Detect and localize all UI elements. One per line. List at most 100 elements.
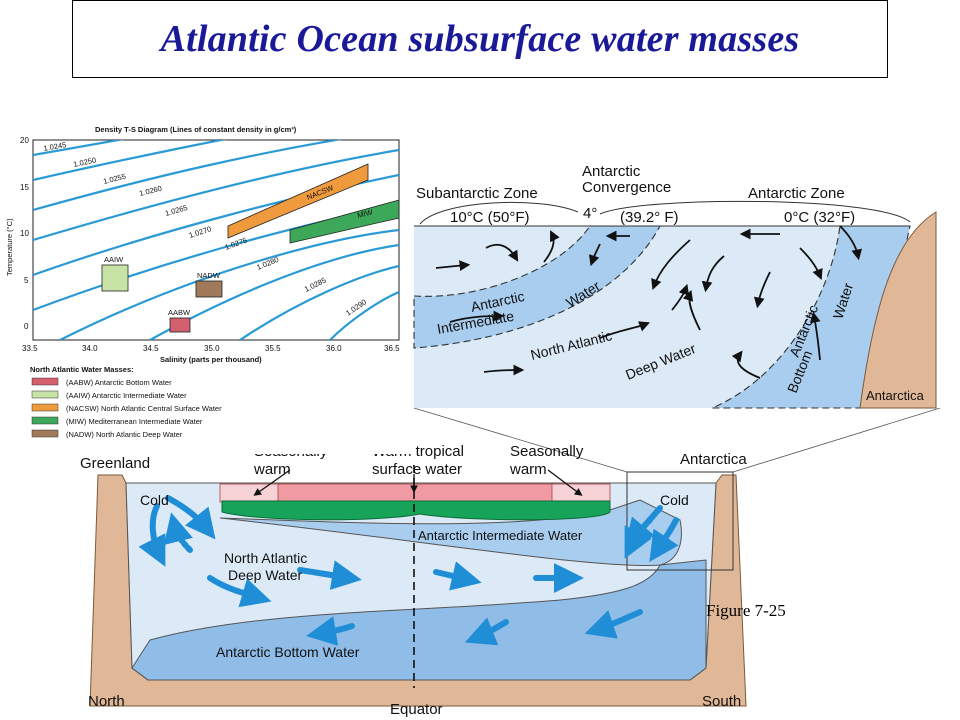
flow-arrow xyxy=(588,243,601,267)
legend-swatch-nacsw xyxy=(31,403,59,412)
antarctic-inset: Subantarctic Zone Antarctic Convergence … xyxy=(412,150,940,409)
nadw-section-line1: North Atlantic xyxy=(224,550,307,566)
equator-label: Equator xyxy=(390,701,443,718)
flow-arrow xyxy=(671,283,690,311)
flow-arrow xyxy=(483,364,525,376)
label-pointers xyxy=(253,469,583,496)
flow-arrow xyxy=(433,561,482,591)
ts-box-aaiw xyxy=(101,264,129,292)
ts-x-tick: 33.5 xyxy=(22,344,38,353)
warm-tropical-line2: surface water xyxy=(372,461,462,478)
ts-label-aaiw: AAIW xyxy=(104,255,124,264)
ts-y-tick: 15 xyxy=(20,183,29,192)
ts-box-nacsw xyxy=(227,163,369,239)
legend-swatch-miw xyxy=(31,416,59,425)
legend-swatch-aabw xyxy=(31,377,59,386)
temp-mid-f-label: (39.2° F) xyxy=(620,209,679,226)
flow-arrow xyxy=(485,243,519,262)
flow-arrow xyxy=(651,239,691,291)
legend-item: (MIW) Mediterranean Intermediate Water xyxy=(66,417,203,426)
flow-arrow xyxy=(435,260,471,272)
subantarctic-arc xyxy=(419,201,579,225)
legend-item: (NADW) North Atlantic Deep Water xyxy=(66,430,183,439)
antarctic-zone-arc xyxy=(599,200,911,223)
ts-y-axis-label: Temperature (°C) xyxy=(5,218,14,276)
ts-label-aabw: AABW xyxy=(168,308,191,317)
antarctic-convergence-line2: Convergence xyxy=(582,179,671,196)
ts-x-axis-label: Salinity (parts per thousand) xyxy=(160,355,262,364)
flow-arrow xyxy=(163,512,193,553)
temp-mid-c-label: 4° xyxy=(583,205,597,222)
flow-arrow xyxy=(682,289,701,331)
aaiw-section-label: Antarctic Intermediate Water xyxy=(418,528,583,543)
ts-box-nadw xyxy=(195,280,223,298)
pointer-arrow xyxy=(253,469,291,496)
inset-antarctica-land xyxy=(859,211,937,409)
flow-arrow xyxy=(809,311,821,361)
legend-item: (AABW) Antarctic Bottom Water xyxy=(66,378,172,387)
legend-swatch-nadw xyxy=(31,429,59,438)
aabw-section-label: Antarctic Bottom Water xyxy=(216,644,360,660)
flow-arrow xyxy=(624,517,653,559)
nadw-section-line2: Deep Water xyxy=(228,567,303,583)
isopycnal-1.0290 xyxy=(329,290,399,340)
inset-connector-right xyxy=(732,407,941,473)
isopycnal-1.0260 xyxy=(33,148,399,242)
figure-caption: Figure 7-25 xyxy=(706,601,786,620)
ts-label-nadw: NADW xyxy=(197,271,221,280)
flow-arrow xyxy=(649,517,679,562)
flow-arrow xyxy=(753,271,771,309)
ts-chart-title: Density T-S Diagram (Lines of constant d… xyxy=(95,125,297,134)
ts-y-tick: 0 xyxy=(24,322,29,331)
ts-legend: North Atlantic Water Masses: (AABW) Anta… xyxy=(30,365,222,439)
legend-swatch-aaiw xyxy=(31,390,59,399)
cold-left-label: Cold xyxy=(140,492,169,508)
flow-arrow xyxy=(584,609,643,639)
flow-arrow xyxy=(207,575,272,608)
ts-x-tick: 36.0 xyxy=(326,344,342,353)
antarctic-zone-label: Antarctic Zone xyxy=(748,185,845,202)
flow-arrow xyxy=(138,503,166,567)
ts-y-tick: 20 xyxy=(20,136,29,145)
isopycnal-1.0285 xyxy=(239,264,399,340)
page-title: Atlantic Ocean subsurface water masses xyxy=(160,18,800,60)
ts-y-tick: 5 xyxy=(24,276,29,285)
ts-x-tick: 35.5 xyxy=(265,344,281,353)
isopycnal-1.0255 xyxy=(33,140,343,212)
legend-item: (AAIW) Antarctic Intermediate Water xyxy=(66,391,187,400)
flow-arrow xyxy=(543,230,560,263)
temp-right-label: 0°C (32°F) xyxy=(784,209,855,226)
intermediate-green-band xyxy=(221,500,611,521)
flow-arrow xyxy=(464,617,509,646)
ts-label-miw: MIW xyxy=(356,207,374,220)
seasonally-warm-band-right xyxy=(551,483,611,503)
ts-x-tick: 35.0 xyxy=(204,344,220,353)
flow-arrow xyxy=(731,350,761,379)
ts-box-aabw xyxy=(169,317,191,333)
flow-arrow xyxy=(449,310,505,323)
flow-arrow xyxy=(306,616,355,646)
seasonally-warm-right-line1: Seasonally xyxy=(510,443,584,460)
flow-arrow xyxy=(839,225,863,261)
north-label: North xyxy=(88,693,125,710)
legend-title: North Atlantic Water Masses: xyxy=(30,365,134,374)
isopycnal-1.0275 xyxy=(59,228,399,340)
warm-tropical-band xyxy=(277,483,555,503)
ts-box-miw xyxy=(289,199,400,244)
ts-y-tick: 10 xyxy=(20,229,29,238)
subantarctic-zone-label: Subantarctic Zone xyxy=(416,185,538,202)
ts-x-tick: 34.5 xyxy=(143,344,159,353)
seasonally-warm-band-left xyxy=(219,483,281,503)
aabw-layer xyxy=(131,559,707,681)
flow-arrows-section xyxy=(138,495,679,646)
isopycnal-1.0245 xyxy=(33,140,125,157)
inset-flow-arrows xyxy=(435,225,863,379)
south-label: South xyxy=(702,693,741,710)
flow-arrow xyxy=(599,321,651,339)
greenland-label: Greenland xyxy=(80,455,150,472)
antarctica-section-label: Antarctica xyxy=(680,451,747,468)
cold-right-label: Cold xyxy=(660,492,689,508)
ts-diagram: 1.0245 1.0250 1.0255 1.0260 1.0265 1.027… xyxy=(0,122,412,454)
temp-left-label: 10°C (50°F) xyxy=(450,209,530,226)
